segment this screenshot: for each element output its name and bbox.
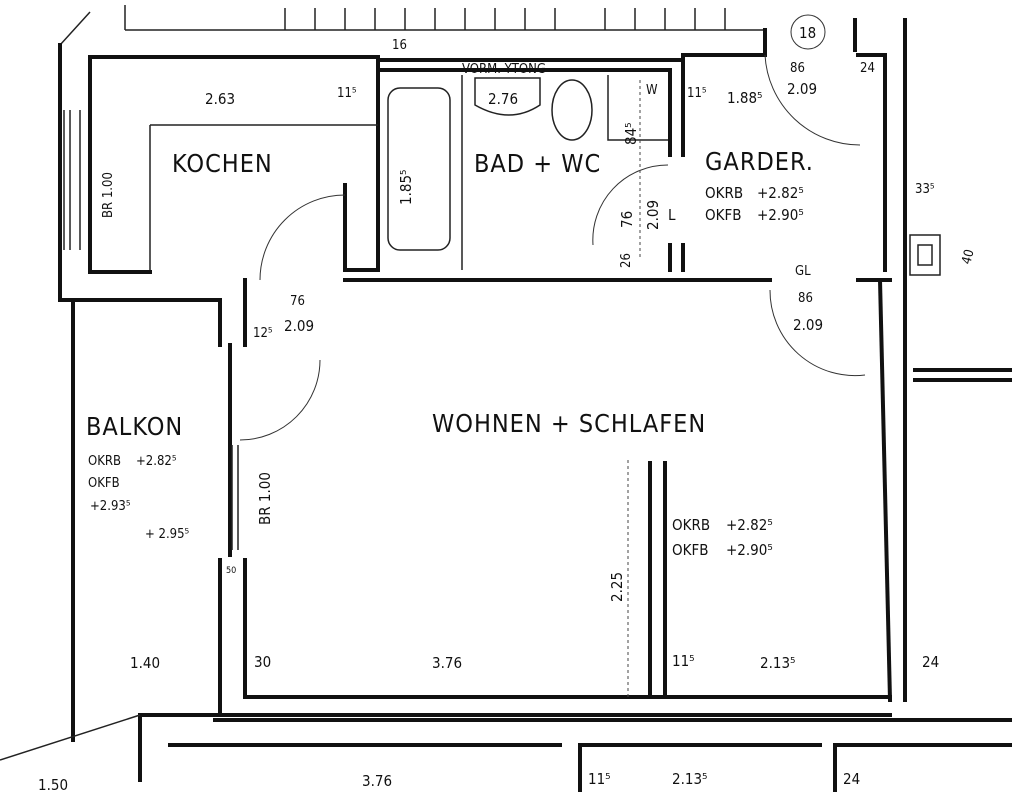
bath-door-height: 2.09	[644, 200, 662, 230]
living-okrb-value: +2.82⁵	[726, 516, 773, 534]
living-width: 3.76	[432, 654, 462, 672]
kitchen-door-height: 2.09	[284, 317, 314, 335]
balcony-sill: 50	[226, 566, 236, 576]
living-okfb: OKFB	[672, 541, 709, 559]
bottom-dim: 3.76	[362, 772, 392, 790]
wardrobe-okrb: OKRB	[705, 184, 743, 202]
door-swings	[239, 14, 866, 441]
bottom-dim: 24	[843, 770, 860, 788]
balcony-okfb: OKFB	[88, 476, 120, 491]
bath-depth: 84⁵	[622, 122, 640, 145]
balcony-window-label: BR 1.00	[256, 472, 274, 525]
right-dim-1: 33⁵	[915, 182, 935, 197]
bath-door-width: 76	[618, 211, 636, 228]
fixtures	[0, 75, 941, 761]
wardrobe-door-height: 2.09	[787, 80, 817, 98]
room-label-living: WOHNEN + SCHLAFEN	[432, 409, 706, 438]
tub-length: 1.85⁵	[397, 170, 415, 205]
wardrobe-wall-right: 24	[860, 61, 875, 76]
balcony-okrb-value: +2.82⁵	[136, 454, 177, 469]
hall-door-width: 86	[798, 291, 813, 306]
bottom-dim: 1.50	[38, 776, 68, 794]
living-wall-right: 24	[922, 653, 939, 671]
wardrobe-door-width: 86	[790, 61, 805, 76]
wardrobe-wall: 11⁵	[687, 86, 707, 101]
balcony-okrb: OKRB	[88, 454, 121, 469]
wardrobe-okfb: OKFB	[705, 206, 742, 224]
kitchen-door-width: 76	[290, 294, 305, 309]
marker-18: 18	[799, 24, 816, 42]
room-label-balcony: BALKON	[86, 412, 183, 441]
hall-door-label: GL	[795, 264, 811, 279]
balcony-level2: + 2.95⁵	[145, 527, 190, 542]
kitchen-window-label: BR 1.00	[101, 172, 116, 218]
living-partition-height: 2.25	[608, 572, 626, 602]
room-label-bath: BAD + WC	[474, 149, 601, 178]
balcony-okfb-value: +2.93⁵	[90, 499, 131, 514]
living-width-2: 2.13⁵	[760, 654, 795, 672]
hall-door-height: 2.09	[793, 316, 823, 334]
wardrobe-okfb-value: +2.90⁵	[757, 206, 804, 224]
room-label-wardrobe: GARDER.	[705, 147, 814, 176]
bath-l: L	[668, 206, 676, 224]
balcony-width: 1.40	[130, 654, 160, 672]
living-okfb-value: +2.90⁵	[726, 541, 773, 559]
dimension-lines	[627, 80, 641, 700]
facade-ticks	[59, 5, 765, 60]
wardrobe-width: 1.88⁵	[727, 89, 762, 107]
bath-wall-bottom: 26	[619, 253, 634, 268]
living-wall-left: 30	[254, 653, 271, 671]
wardrobe-okrb-value: +2.82⁵	[757, 184, 804, 202]
right-dim-2: 40	[959, 248, 977, 266]
kitchen-wall: 11⁵	[337, 86, 357, 101]
bath-wall-top: 16	[392, 38, 407, 53]
walls	[58, 18, 1012, 792]
kitchen-door-wall: 12⁵	[253, 326, 273, 341]
bath-note: VORM. YTONG	[462, 62, 546, 77]
bottom-dim: 11⁵	[588, 770, 611, 788]
room-label-kitchen: KOCHEN	[172, 149, 273, 178]
basin-label: 2.76	[488, 90, 518, 108]
living-okrb: OKRB	[672, 516, 710, 534]
kitchen-width: 2.63	[205, 90, 235, 108]
bath-w: W	[646, 83, 658, 98]
bottom-dim: 2.13⁵	[672, 770, 707, 788]
living-wall-mid: 11⁵	[672, 652, 695, 670]
